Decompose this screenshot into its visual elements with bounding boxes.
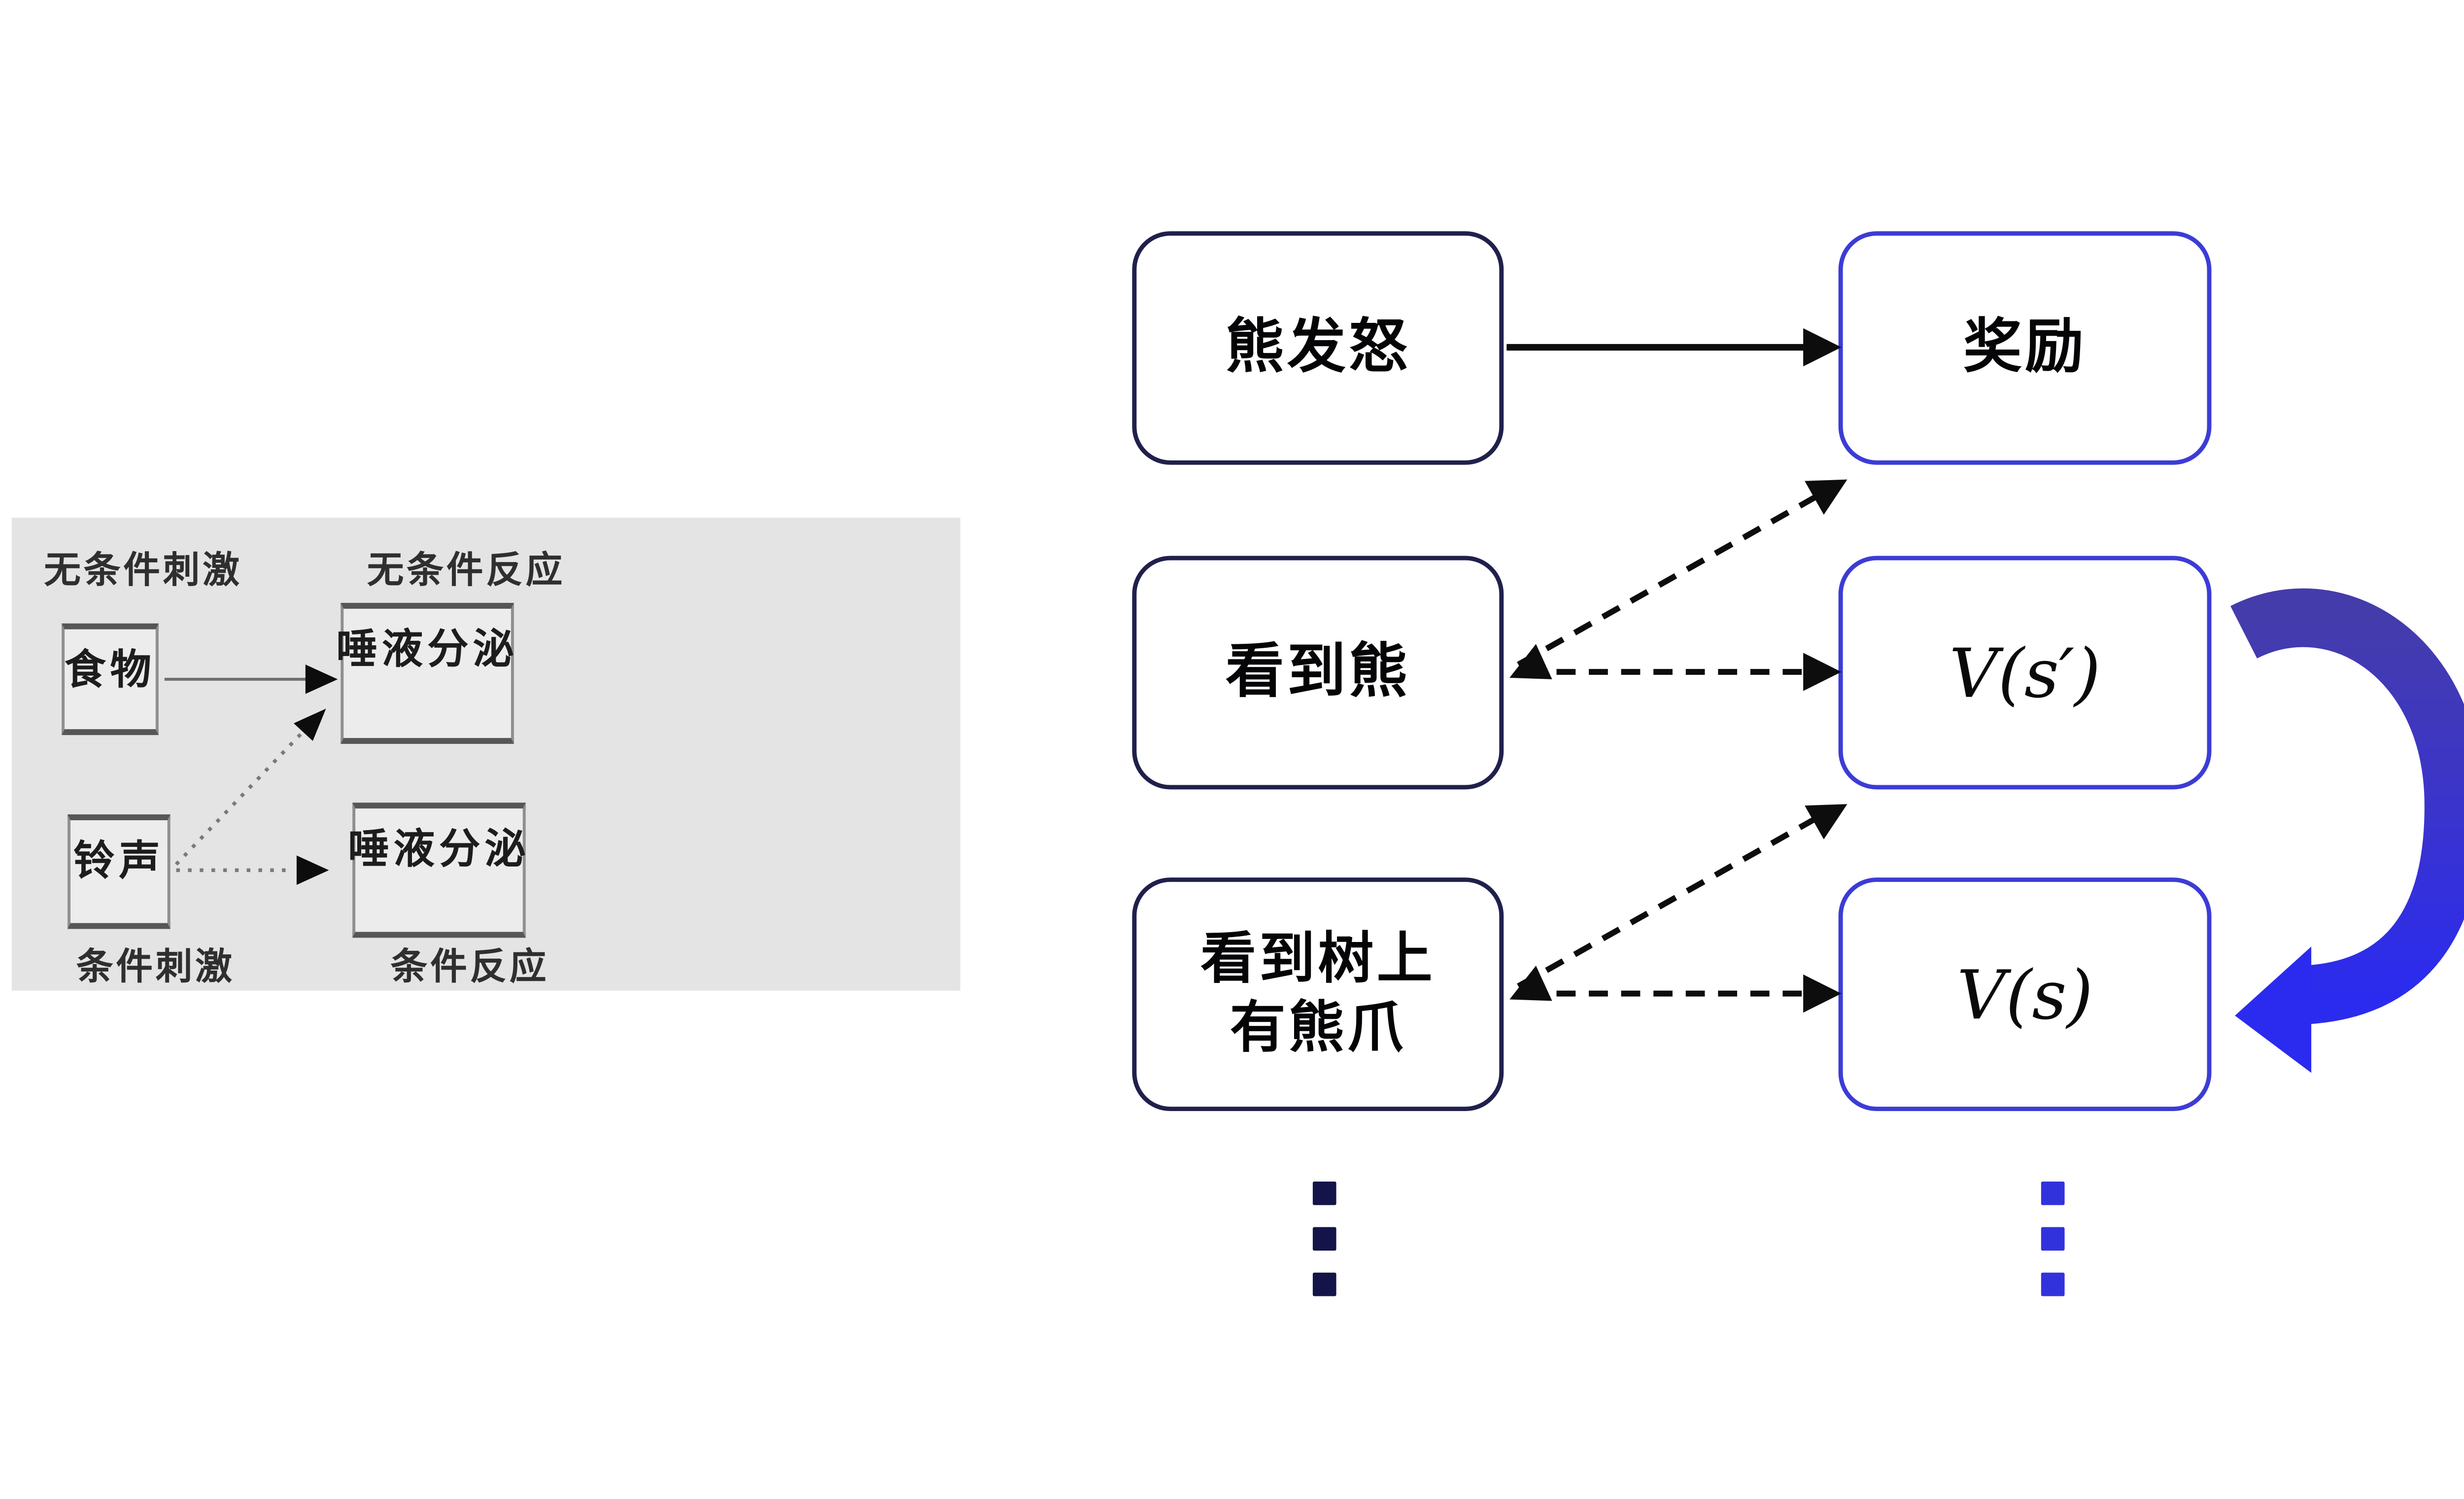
box-see-claw-line2: 有熊爪 [1230, 997, 1406, 1059]
box-bear-angry-label: 熊发怒 [1225, 314, 1411, 380]
arrow-bear-to-reward [1506, 328, 1842, 366]
box-saliva-top: 唾液分泌 [336, 602, 514, 744]
label-unconditioned-stimulus: 无条件刺激 [44, 550, 242, 591]
box-reward-label: 奖励 [1963, 314, 2087, 380]
arrow-see-bear-to-value-s-prime [1509, 643, 1842, 691]
label-conditioned-stimulus: 条件刺激 [76, 946, 235, 988]
box-food: 食物 [62, 623, 159, 735]
label-unconditioned-response: 无条件反应 [367, 550, 566, 591]
box-value-s-label: V(s) [1956, 954, 2093, 1034]
label-conditioned-response: 条件反应 [390, 946, 549, 988]
arrow-see-bear-to-reward [1517, 479, 1848, 667]
box-bell: 铃声 [68, 814, 171, 929]
box-saliva-bottom: 唾液分泌 [348, 802, 526, 938]
ellipsis-dot [2041, 1226, 2065, 1251]
box-see-claw: 看到树上 有熊爪 [1132, 877, 1504, 1111]
box-see-bear: 看到熊 [1132, 556, 1504, 789]
box-see-bear-label: 看到熊 [1225, 639, 1411, 704]
ellipsis-dot [1312, 1272, 1336, 1296]
box-value-s-prime-label: V(s′) [1949, 632, 2101, 712]
arrow-see-claw-to-value-s-prime [1517, 803, 1848, 989]
box-value-s: V(s) [1838, 877, 2212, 1111]
arrow-see-claw-to-value-s [1509, 965, 1842, 1012]
box-see-claw-line1: 看到树上 [1200, 929, 1436, 991]
ellipsis-dot [1312, 1226, 1336, 1251]
box-bear-angry: 熊发怒 [1132, 231, 1504, 465]
ellipsis-dot [1312, 1181, 1336, 1205]
diagram-canvas: 无条件刺激 无条件反应 食物 唾液分泌 铃声 唾液分泌 条件刺激 条件反应 熊发… [0, 191, 2464, 1308]
conditioning-panel: 无条件刺激 无条件反应 食物 唾液分泌 铃声 唾液分泌 条件刺激 条件反应 [11, 517, 960, 991]
ellipsis-dot [2041, 1181, 2065, 1205]
loop-ribbon-arrow-icon [2230, 588, 2464, 1073]
ellipsis-left-column [1312, 1181, 1336, 1296]
ellipsis-dot [2041, 1272, 2065, 1296]
ellipsis-right-column [2041, 1181, 2065, 1296]
box-reward: 奖励 [1838, 231, 2212, 465]
box-value-s-prime: V(s′) [1838, 556, 2212, 789]
